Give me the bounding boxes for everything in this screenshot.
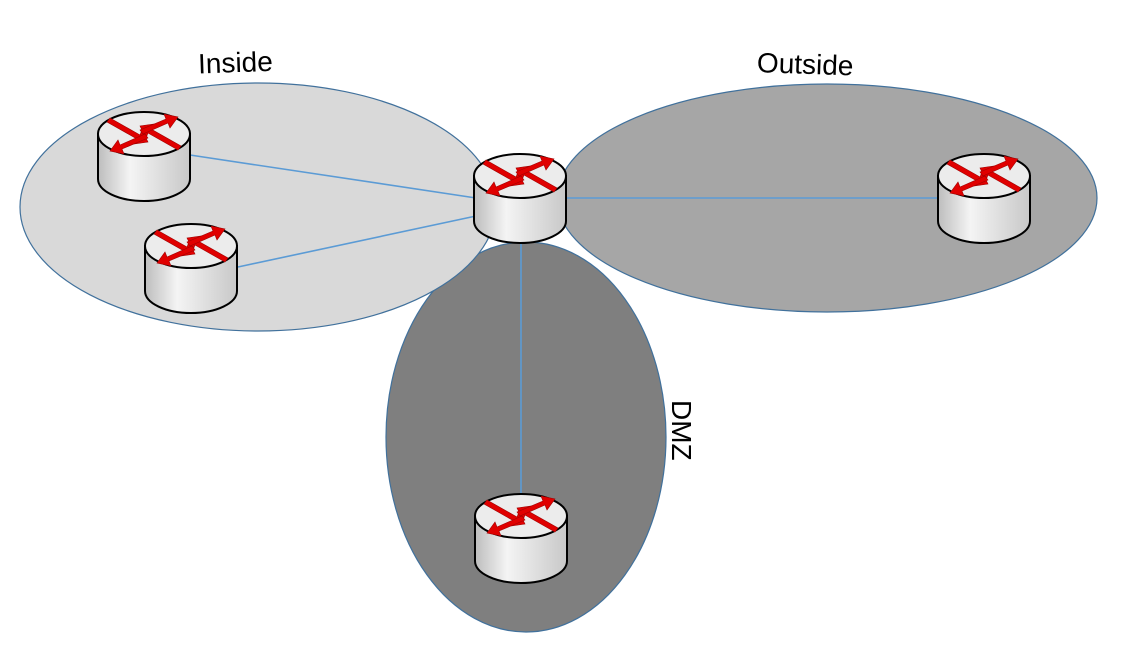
router-icon xyxy=(474,493,568,584)
zone-label-outside: Outside xyxy=(756,47,854,81)
link-inside-2 xyxy=(237,215,477,268)
zone-label-inside: Inside xyxy=(198,46,274,80)
zone-label-dmz: DMZ xyxy=(666,400,697,461)
zone-inside xyxy=(19,82,497,332)
link-inside-1 xyxy=(189,154,477,199)
router-icon xyxy=(473,153,567,244)
router-icon xyxy=(97,111,191,202)
router-icon xyxy=(144,223,238,314)
router-icon xyxy=(937,153,1031,244)
